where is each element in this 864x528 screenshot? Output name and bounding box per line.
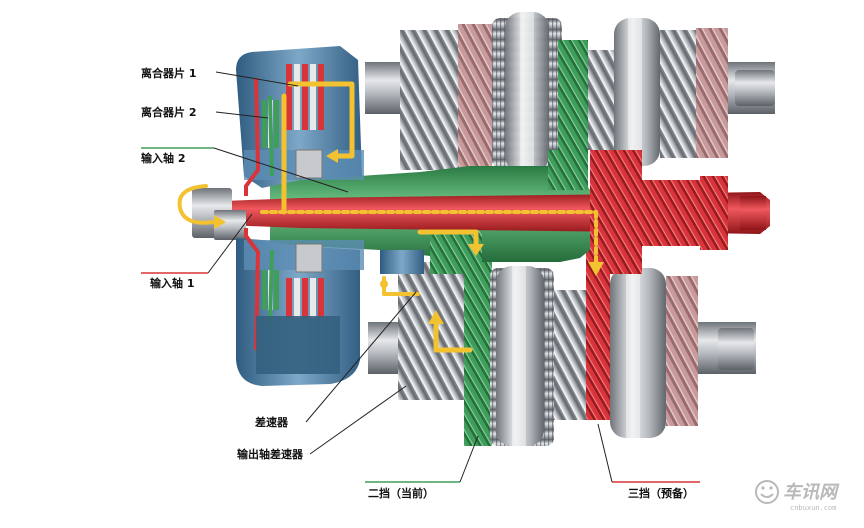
label-input-shaft-1: 输入轴 1 (150, 276, 194, 290)
input-shaft-1-body (192, 150, 770, 274)
watermark-url: cnbuxun.com (790, 504, 836, 512)
leader-output-shaft-differential (309, 385, 407, 455)
leader-clutch-plate-2 (215, 111, 269, 119)
upper-shaft (365, 12, 775, 172)
power-flow-arrows (177, 81, 604, 353)
clutch-1-plates (286, 64, 324, 318)
labels: 离合器片 1 离合器片 2 输入轴 2 输入轴 1 差速器 输出轴差速器 二挡（… (141, 66, 700, 500)
label-gear-3-preselected: 三挡（预备） (628, 486, 694, 500)
leader-gear-2-current (459, 435, 479, 483)
gear-3-wheel (586, 248, 610, 420)
leader-input-shaft-1 (207, 213, 253, 274)
watermark-logo-icon (755, 480, 779, 504)
leader-clutch-plate-1 (215, 71, 299, 87)
lower-output-gear (398, 262, 464, 400)
label-clutch-plate-2: 离合器片 2 (141, 105, 196, 119)
label-input-shaft-2: 输入轴 2 (141, 151, 185, 165)
label-differential: 差速器 (255, 415, 289, 429)
lower-shaft (368, 248, 756, 446)
leader-gear-3-preselected (597, 423, 613, 483)
leader-differential (305, 291, 417, 423)
upper-output-gear (400, 30, 458, 170)
label-output-shaft-differential: 输出轴差速器 (237, 447, 304, 461)
label-clutch-plate-1: 离合器片 1 (141, 66, 196, 80)
watermark: 车讯网 cnbuxun.com (755, 480, 840, 512)
gear-2-wheel (464, 262, 492, 446)
label-gear-2-current: 二挡（当前） (368, 486, 434, 500)
leader-input-shaft-2 (213, 147, 349, 193)
watermark-brand: 车讯网 (783, 482, 840, 503)
